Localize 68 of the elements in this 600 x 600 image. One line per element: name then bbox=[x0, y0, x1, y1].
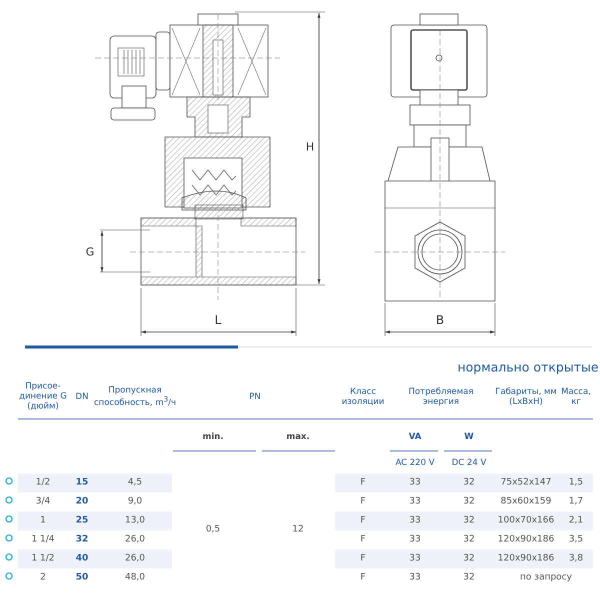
table-text: 48,0 bbox=[124, 572, 146, 584]
column-header: W bbox=[464, 432, 474, 442]
table-text: 32 bbox=[463, 516, 475, 526]
column-header: PN bbox=[249, 392, 261, 402]
dimension-label: B bbox=[436, 312, 444, 328]
dimension-label: G bbox=[86, 245, 94, 259]
table-text: 32 bbox=[463, 534, 475, 546]
table-text: 40 bbox=[76, 554, 88, 564]
dimension-label: L bbox=[214, 312, 222, 328]
table-text: 3,8 bbox=[568, 554, 584, 564]
column-header: AC 220 V bbox=[395, 458, 435, 468]
table-text: 120x90x186 bbox=[498, 534, 554, 546]
table-text: 0,5 bbox=[206, 524, 220, 536]
table-text: 32 bbox=[463, 478, 475, 488]
column-header: Пропускная способность, m$^{3}$/ч bbox=[92, 385, 178, 409]
table-text: F bbox=[360, 516, 366, 526]
table-text: F bbox=[360, 496, 366, 508]
table-text: 9,0 bbox=[128, 496, 142, 508]
dimension-label: H bbox=[306, 140, 314, 154]
table-text: 32 bbox=[463, 496, 475, 508]
table-text: 26,0 bbox=[124, 534, 146, 546]
column-header: Присое-динение G (дюйм) bbox=[19, 382, 67, 412]
table-text: 1 1/2 bbox=[31, 554, 55, 564]
table-text: F bbox=[360, 534, 366, 546]
table-text: 50 bbox=[76, 572, 88, 584]
table-text: 1 1/4 bbox=[31, 534, 55, 546]
column-header: Класс изоляции bbox=[340, 386, 386, 408]
table-text: 33 bbox=[409, 496, 421, 508]
column-header: DN bbox=[76, 392, 88, 402]
table-text: 1 bbox=[40, 516, 46, 526]
table-text: 33 bbox=[409, 554, 421, 564]
table-text: 13,0 bbox=[124, 516, 146, 526]
table-text: 12 bbox=[292, 524, 304, 536]
table-text: 3/4 bbox=[36, 496, 50, 508]
table-text: 120x90x186 bbox=[498, 554, 554, 564]
table-text: 15 bbox=[76, 478, 88, 488]
table-text: 100x70x166 bbox=[498, 516, 554, 526]
table-text: 33 bbox=[409, 516, 421, 526]
table-text: 2 bbox=[40, 572, 46, 584]
table-text: 32 bbox=[76, 534, 88, 546]
column-header: VA bbox=[408, 432, 422, 442]
table-text: 33 bbox=[409, 478, 421, 488]
table-text: 85x60x159 bbox=[500, 496, 552, 508]
table-text: 20 bbox=[76, 496, 88, 508]
table-text: 2,1 bbox=[568, 516, 584, 526]
table-text: F bbox=[360, 554, 366, 564]
column-header: Потребляемая энергия bbox=[408, 386, 474, 408]
column-header: Масса, кг bbox=[560, 386, 592, 408]
table-text: 26,0 bbox=[124, 554, 146, 564]
table-text: по запросу bbox=[520, 572, 572, 584]
table-text: 1/2 bbox=[36, 478, 50, 488]
table-text: 32 bbox=[463, 572, 475, 584]
table-text: F bbox=[360, 572, 366, 584]
table-text: F bbox=[360, 478, 366, 488]
table-text: 25 bbox=[76, 516, 88, 526]
table-text: 4,5 bbox=[128, 478, 142, 488]
table-text: 75x52x147 bbox=[500, 478, 552, 488]
table-text: 33 bbox=[409, 572, 421, 584]
table-text: 33 bbox=[409, 534, 421, 546]
column-header: DC 24 V bbox=[452, 458, 486, 468]
table-text: 32 bbox=[463, 554, 475, 564]
column-header: Габариты, мм (LxBxH) bbox=[495, 386, 557, 408]
table-text: 1,5 bbox=[568, 478, 584, 488]
column-header: min. bbox=[202, 432, 224, 442]
table-text: 1,7 bbox=[568, 496, 584, 508]
section-heading: нормально открытые bbox=[457, 360, 599, 374]
table-text: 3,5 bbox=[568, 534, 584, 546]
column-header: max. bbox=[286, 432, 310, 442]
